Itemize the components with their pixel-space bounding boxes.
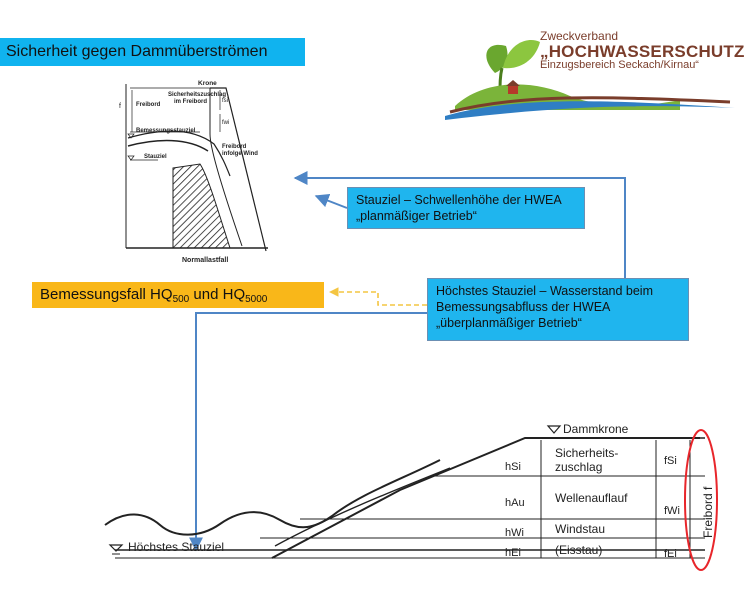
bemessungsfall-box: Bemessungsfall HQ500 und HQ5000 bbox=[32, 282, 324, 308]
label-freibord-f: Freibord f bbox=[701, 486, 715, 538]
label-freibord-wind-1: Freibord bbox=[222, 144, 247, 150]
bemessungsfall-sub-5000: 5000 bbox=[245, 294, 268, 305]
label-freibord: Freibord bbox=[136, 102, 161, 108]
stauziel-callout-arrow bbox=[314, 194, 348, 209]
stauziel-connector bbox=[293, 171, 626, 278]
stauziel-callout-line-1: Stauziel – Schwellenhöhe der HWEA bbox=[356, 193, 562, 207]
logo-sprout-leaf-right bbox=[503, 39, 540, 69]
logo-house bbox=[508, 86, 518, 94]
bemessungsfall-sub-500: 500 bbox=[172, 294, 190, 305]
hoechstes-stauziel-callout: Höchstes Stauziel – Wasserstand beim Bem… bbox=[427, 278, 689, 341]
stauziel-callout-line-2: „planmäßiger Betrieb“ bbox=[356, 209, 477, 223]
normallastfall-diagram: Krone f Freibord Sicherheitszuschlag im … bbox=[119, 80, 268, 264]
bemessungsfall-dashed-connector bbox=[329, 287, 427, 306]
label-hei: hEi bbox=[505, 547, 521, 559]
stauziel-callout: Stauziel – Schwellenhöhe der HWEA „planm… bbox=[347, 187, 585, 229]
logo-wave-brown bbox=[449, 96, 731, 114]
dam-crest-slope bbox=[271, 437, 700, 559]
hoechstes-callout-line-3: „überplanmäßiger Betrieb“ bbox=[436, 316, 582, 330]
dam-outline bbox=[210, 87, 267, 252]
bemessungsfall-middle: und HQ bbox=[189, 286, 246, 303]
label-stauziel: Stauziel bbox=[144, 154, 167, 160]
label-fsi: fsi bbox=[222, 98, 228, 104]
label-zuschlag: zuschlag bbox=[555, 460, 602, 474]
logo-line-1: Zweckverband bbox=[540, 29, 619, 43]
logo-graphic bbox=[445, 39, 735, 120]
label-f: f bbox=[119, 103, 121, 110]
freibord-red-ellipse bbox=[684, 429, 718, 571]
label-hoechstes-stauziel: Höchstes Stauziel bbox=[128, 540, 224, 554]
freibord-diagram: Dammkrone Sicherheits- zuschlag Wellenau… bbox=[104, 422, 718, 571]
label-fwi: fWi bbox=[664, 505, 680, 517]
water-triangle-1 bbox=[127, 133, 135, 139]
label-wellenauflauf: Wellenauflauf bbox=[555, 491, 628, 505]
logo-sprout-leaf-left bbox=[486, 44, 508, 73]
hoechstes-callout-line-1: Höchstes Stauziel – Wasserstand beim bbox=[436, 284, 653, 298]
label-bemessungsstauziel: Bemessungsstauziel bbox=[136, 128, 196, 134]
wave-curve bbox=[104, 459, 441, 536]
label-eisstau: (Eisstau) bbox=[555, 543, 602, 557]
label-hwi: hWi bbox=[505, 527, 524, 539]
label-freibord-wind-2: infolge Wind bbox=[222, 151, 258, 157]
water-triangle-2 bbox=[127, 155, 135, 161]
label-hsi: hSi bbox=[505, 461, 521, 473]
logo-line-3: Einzugsbereich Seckach/Kirnau“ bbox=[540, 59, 699, 72]
hoechstes-callout-line-2: Bemessungsabfluss der HWEA bbox=[436, 300, 611, 314]
label-fsi: fSi bbox=[664, 455, 677, 467]
dammkrone-triangle-icon bbox=[546, 425, 562, 434]
stauziel-triangle-icon bbox=[108, 544, 124, 552]
label-sicherheitszuschlag-1: Sicherheitszuschlag bbox=[168, 92, 226, 98]
dam-upstream-slope bbox=[209, 88, 243, 247]
stauziel-curve bbox=[127, 139, 209, 152]
logo-wave-blue bbox=[445, 101, 735, 120]
label-fwi: fwi bbox=[222, 120, 229, 126]
label-fei: fEi bbox=[664, 548, 677, 560]
bemessungsfall-prefix: Bemessungsfall HQ bbox=[40, 286, 173, 303]
label-hau: hAu bbox=[505, 497, 525, 509]
logo-house-roof bbox=[506, 80, 520, 86]
label-dammkrone: Dammkrone bbox=[563, 422, 629, 436]
caption-normallastfall: Normallastfall bbox=[182, 257, 228, 264]
label-sicherheits: Sicherheits- bbox=[555, 446, 618, 460]
wave-runup-line bbox=[274, 467, 451, 547]
label-krone: Krone bbox=[198, 80, 217, 87]
page-title: Sicherheit gegen Dammüberströmen bbox=[0, 38, 305, 66]
label-sicherheitszuschlag-2: im Freibord bbox=[174, 99, 207, 105]
logo-text: Zweckverband „HOCHWASSERSCHUTZ Einzugsbe… bbox=[540, 30, 745, 72]
logo-line-2: „HOCHWASSERSCHUTZ bbox=[540, 41, 745, 61]
label-windstau: Windstau bbox=[555, 522, 605, 536]
hoechstes-connector bbox=[189, 312, 427, 552]
